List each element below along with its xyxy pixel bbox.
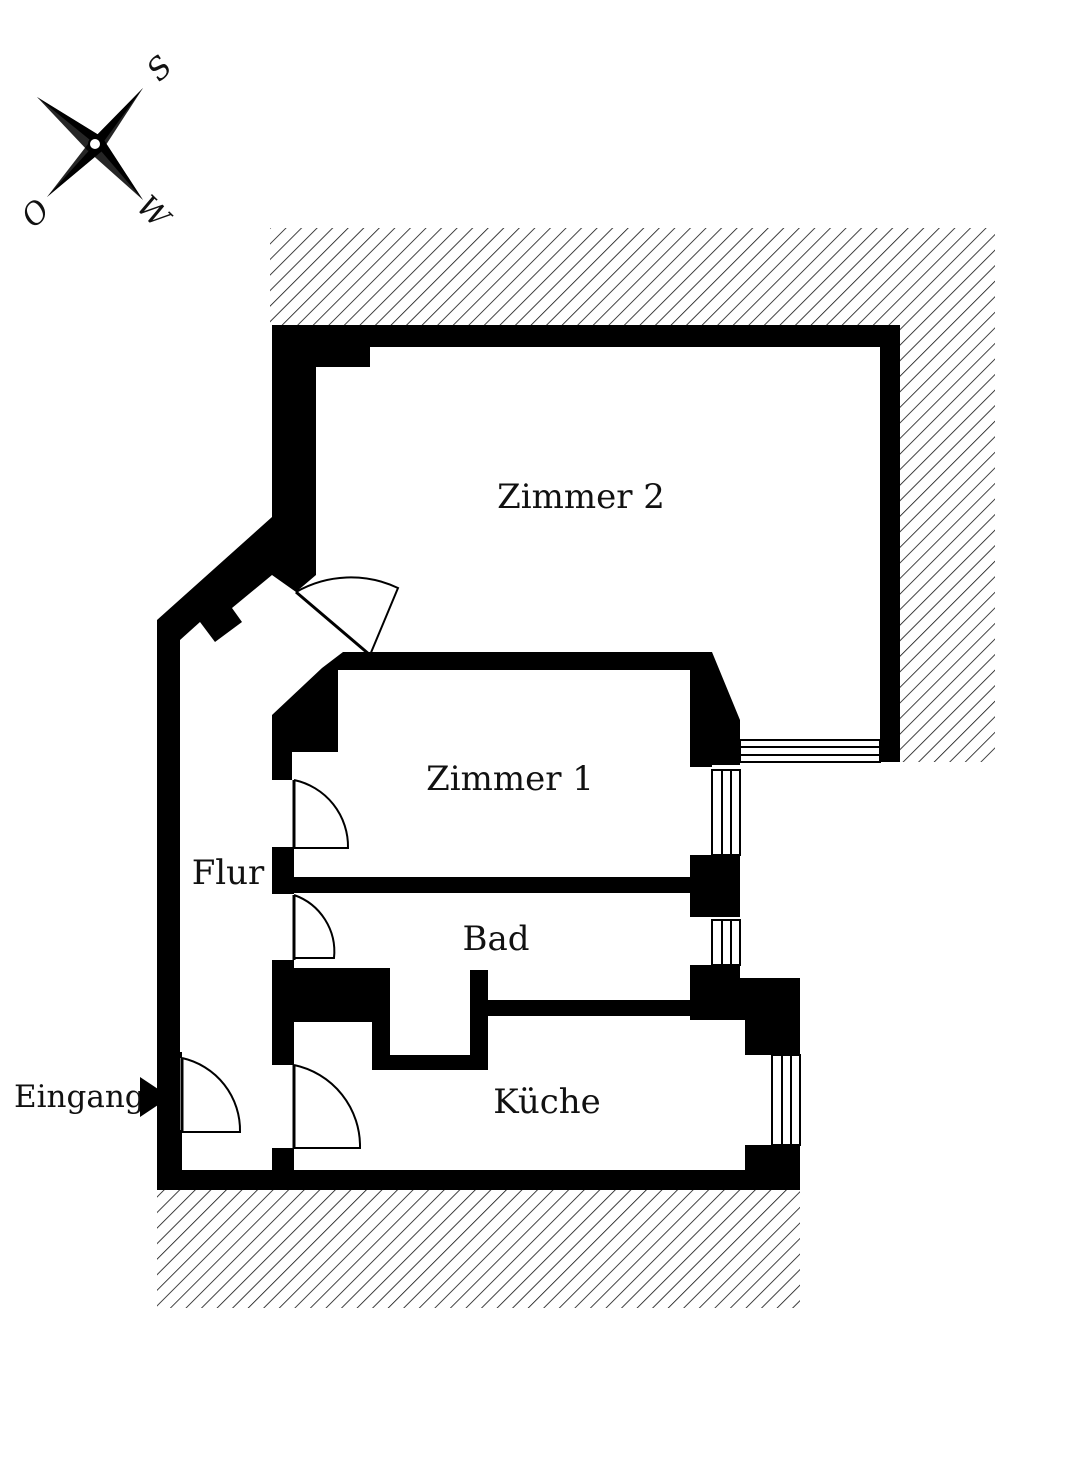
- door-entrance: [180, 1057, 242, 1133]
- wall-right: [880, 325, 900, 762]
- door-zimmer1: [292, 779, 350, 849]
- entrance-arrow-icon: [140, 1077, 170, 1117]
- wall-entrance-jamb: [157, 1052, 182, 1058]
- compass-label-o: O: [15, 193, 57, 235]
- wall-right-pier-1: [690, 855, 740, 917]
- door-zimmer2: [295, 576, 400, 657]
- room-label-flur: Flur: [192, 853, 265, 893]
- wall-angled-left: [157, 517, 316, 1175]
- doors: [180, 576, 400, 1149]
- compass-label-s: S: [140, 49, 179, 88]
- room-label-bad: Bad: [462, 919, 529, 959]
- window-bad: [711, 919, 741, 966]
- wall-zimmer1-bottom: [272, 877, 692, 893]
- window-kueche: [771, 1054, 801, 1146]
- compass-rose-icon: S W O: [15, 49, 180, 237]
- door-bad: [292, 894, 336, 960]
- hatched-area-top-right: [270, 228, 995, 762]
- window-zimmer2-bottom: [739, 739, 881, 763]
- room-label-zimmer2: Zimmer 2: [497, 477, 665, 517]
- windows: [711, 739, 881, 1146]
- wall-zimmer2-left: [272, 325, 316, 520]
- window-zimmer1: [711, 769, 741, 856]
- entrance-label: Eingang: [14, 1079, 145, 1115]
- wall-kueche-right-lower: [745, 1145, 800, 1180]
- door-kueche: [292, 1064, 362, 1149]
- wall-bottom: [157, 1170, 800, 1190]
- wall-kueche-corner: [690, 978, 800, 1055]
- walls: [157, 325, 900, 1190]
- room-label-kueche: Küche: [493, 1082, 601, 1122]
- wall-kueche-left-pier: [272, 1148, 294, 1178]
- wall-bad-bottom: [488, 1000, 698, 1016]
- wall-top: [272, 325, 900, 347]
- room-label-zimmer1: Zimmer 1: [426, 759, 594, 799]
- compass-needle-main: [37, 88, 143, 200]
- wall-bottom-left-return: [157, 1130, 182, 1180]
- wall-flur-pier-1: [272, 847, 294, 894]
- wall-top-corner-pier: [316, 345, 370, 367]
- wall-bad-shaft: [272, 968, 488, 1070]
- compass-label-w: W: [129, 189, 177, 237]
- hatched-area-bottom: [157, 1190, 800, 1308]
- hatched-neighbour-areas: [157, 228, 995, 1308]
- wall-zimmer1-right: [690, 652, 712, 767]
